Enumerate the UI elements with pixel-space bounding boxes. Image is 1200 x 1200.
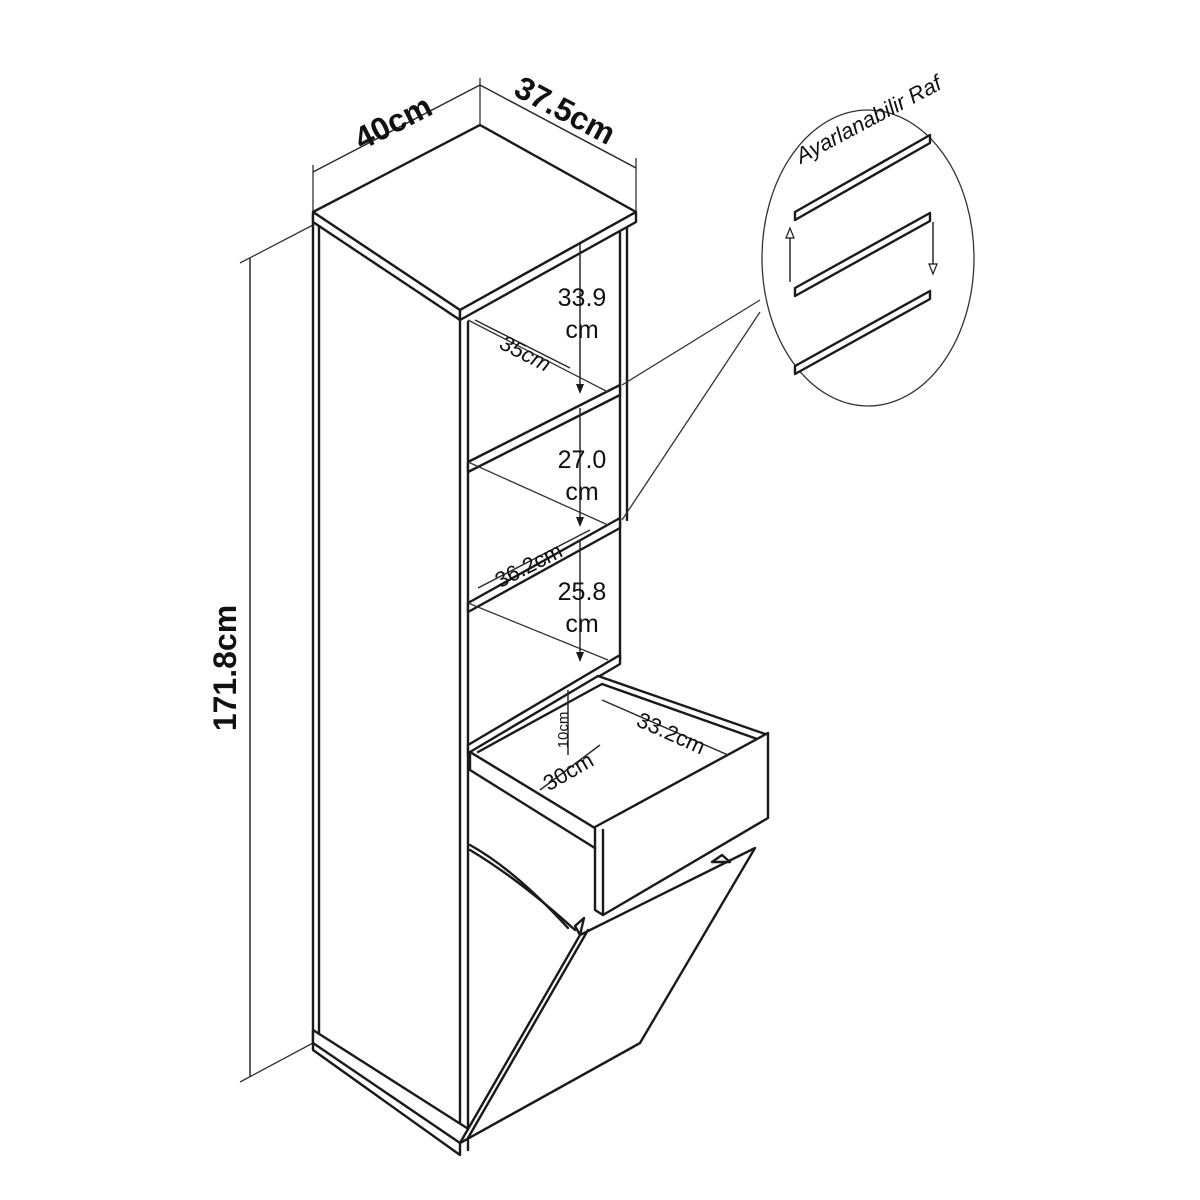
shelf-width-line bbox=[477, 529, 591, 589]
shelf-2-back-line bbox=[467, 461, 609, 526]
callout-shelf-1 bbox=[793, 133, 932, 222]
gap3-arrow bbox=[576, 652, 584, 662]
drawer bbox=[468, 674, 770, 917]
callout-shelf-3 bbox=[793, 289, 932, 376]
top-board-side-edge bbox=[458, 210, 638, 322]
shelf-2 bbox=[466, 516, 622, 614]
laundry-bag-curve bbox=[468, 848, 577, 932]
interior-dimension-lines bbox=[474, 244, 729, 791]
tilt-door-hinge-right bbox=[710, 853, 732, 864]
callout-shelf-2 bbox=[793, 211, 932, 298]
shelf-3-back-line bbox=[467, 602, 609, 661]
callout-leader-bottom bbox=[621, 311, 761, 521]
gap2-unit: cm bbox=[565, 478, 598, 506]
gap2-arrow bbox=[576, 517, 584, 527]
adjustable-shelf-callout bbox=[621, 109, 975, 521]
width-label: 40cm bbox=[348, 88, 437, 157]
laundry-bag-curve-inner bbox=[468, 843, 570, 930]
tilt-door-edge bbox=[466, 928, 590, 1140]
shelf-1 bbox=[466, 383, 622, 474]
shelf-depth-line bbox=[474, 319, 571, 369]
height-extension-bottom bbox=[239, 1042, 314, 1083]
overall-dimension-lines bbox=[239, 78, 637, 1083]
gap3-unit: cm bbox=[565, 610, 598, 638]
drawer-rim bbox=[476, 682, 762, 754]
gap1-unit: cm bbox=[565, 316, 598, 344]
drawer-height-label: 10cm bbox=[555, 712, 572, 749]
callout-label: Ayarlanabilir Raf bbox=[790, 69, 948, 169]
drawer-width-line bbox=[539, 744, 601, 791]
shelf-1-back-line bbox=[467, 319, 609, 393]
drawer-depth-line bbox=[601, 699, 729, 756]
width-dimension-line bbox=[312, 84, 481, 173]
shelf-depth-label: 35cm bbox=[496, 330, 555, 377]
height-label: 171.8cm bbox=[207, 605, 243, 731]
gap1-value: 33.9 bbox=[558, 284, 607, 312]
side-panel bbox=[311, 213, 462, 1157]
callout-up-arrow bbox=[785, 226, 795, 239]
callout-leader-top bbox=[621, 299, 761, 386]
shelf-width-label: 36.2cm bbox=[491, 538, 567, 593]
tilt-door-panel bbox=[458, 846, 757, 1145]
gap3-value: 25.8 bbox=[558, 578, 607, 606]
cabinet-body bbox=[311, 123, 642, 1157]
tilt-door bbox=[458, 843, 757, 1145]
callout-down-arrow bbox=[928, 263, 938, 276]
callout-circle bbox=[761, 109, 975, 407]
depth-dimension-line bbox=[479, 84, 637, 169]
gap2-value: 27.0 bbox=[558, 446, 607, 474]
gap1-arrow bbox=[576, 384, 584, 394]
tilt-door-hinge-left bbox=[573, 916, 586, 937]
drawer-front bbox=[593, 731, 770, 917]
depth-label: 37.5cm bbox=[509, 69, 622, 152]
height-extension-top bbox=[239, 224, 314, 264]
